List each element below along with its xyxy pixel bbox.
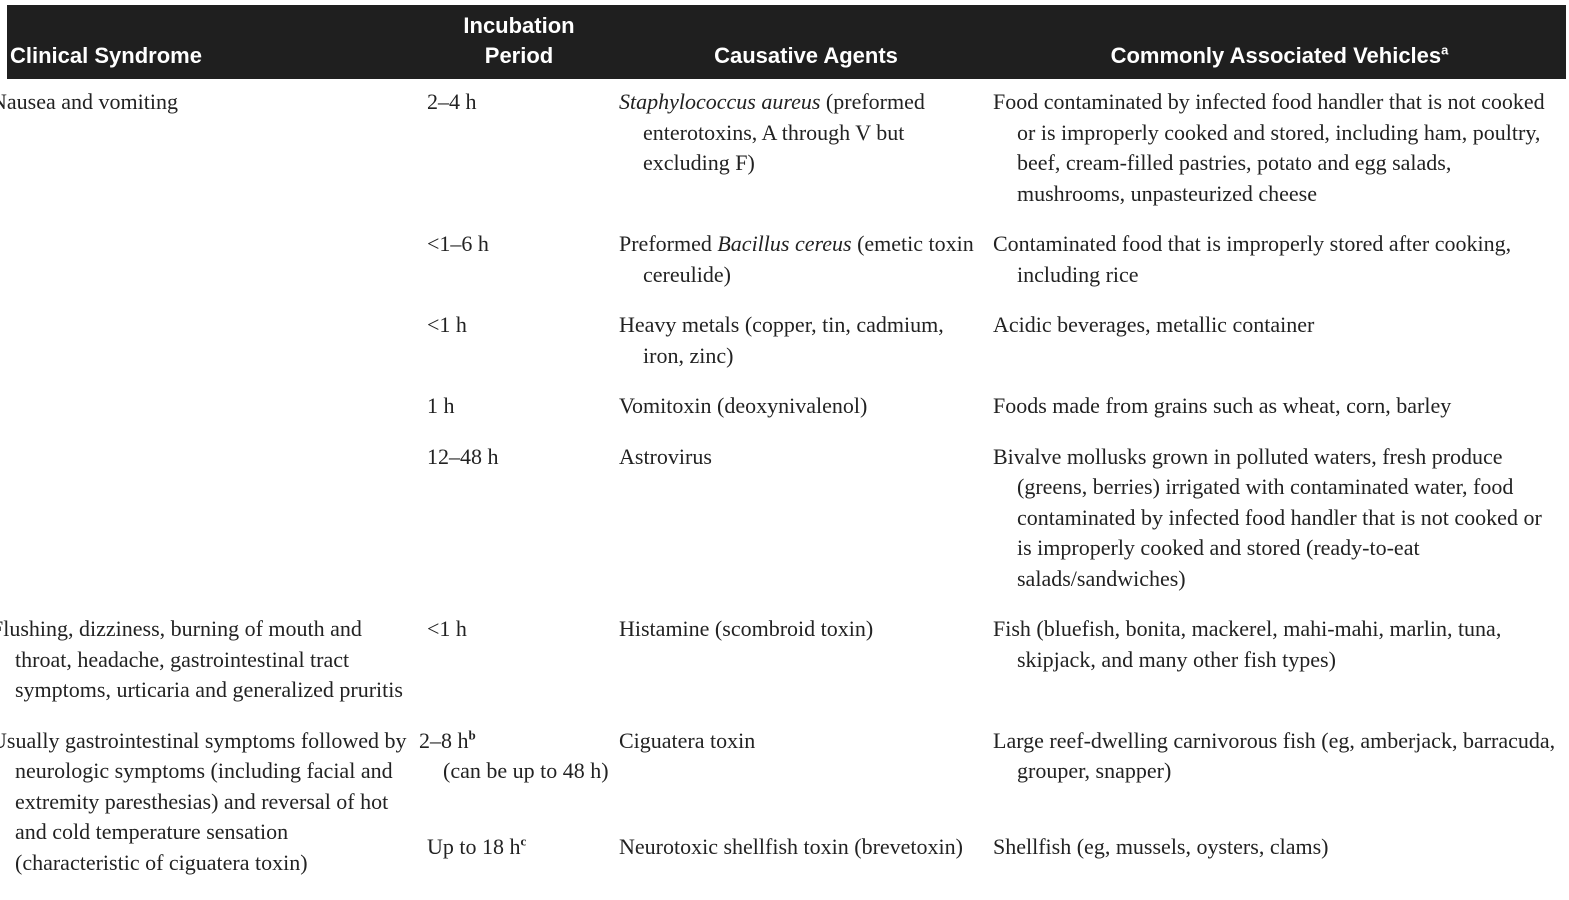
incubation-value: 2–8 h <box>419 727 469 753</box>
agent-cell: Staphylococcus aureus (preformed enterot… <box>619 79 993 221</box>
table-row: <1–6 h Preformed Bacillus cereus (emetic… <box>7 221 1566 302</box>
table-row: Usually gastrointestinal symptoms follow… <box>0 718 1566 875</box>
vehicle-cell: Food contaminated by infected food handl… <box>993 89 1545 206</box>
syndrome-cell: Flushing, dizziness, burning of mouth an… <box>0 616 403 702</box>
header-incubation-line1: Incubation <box>463 13 575 38</box>
incubation-cell: 2–4 h <box>427 89 477 114</box>
vehicle-cell: Contaminated food that is improperly sto… <box>993 231 1512 287</box>
header-clinical-syndrome: Clinical Syndrome <box>7 5 419 79</box>
syndrome-cell <box>7 383 419 434</box>
vehicle-cell: Bivalve mollusks grown in polluted water… <box>993 443 1542 591</box>
table-row: 1 h Vomitoxin (deoxynivalenol) Foods mad… <box>7 383 1566 434</box>
table-row: 12–48 h Astrovirus Bivalve mollusks grow… <box>7 434 1566 607</box>
incubation-cell: <1–6 h <box>427 231 489 256</box>
footnote-c-marker: c <box>520 833 527 849</box>
agent-cell: Preformed Bacillus cereus (emetic toxin … <box>619 221 993 302</box>
agent-cell: Heavy metals (copper, tin, cadmium, iron… <box>619 312 944 368</box>
incubation-cell: 12–48 h <box>427 443 499 469</box>
agent-text: (preformed enterotoxins, A through V but… <box>643 89 925 175</box>
vehicle-cell: Acidic beverages, metallic container <box>993 312 1315 337</box>
agent-cell: Histamine (scombroid toxin) <box>619 616 874 641</box>
agent-cell: Vomitoxin (deoxynivalenol) <box>619 393 868 418</box>
agent-cell: Astrovirus <box>619 443 712 469</box>
header-incubation-period: Incubation Period <box>419 5 619 79</box>
syndrome-cell <box>7 434 419 607</box>
syndrome-cell: Nausea and vomiting <box>0 89 178 114</box>
incubation-cell: <1 h <box>427 616 467 641</box>
incubation-cell: 1 h <box>427 393 455 418</box>
vehicle-cell: Fish (bluefish, bonita, mackerel, mahi-m… <box>993 616 1502 672</box>
vehicle-cell: Large reef-dwelling carnivorous fish (eg… <box>993 727 1556 784</box>
header-incubation-line2: Period <box>484 43 554 68</box>
table-body: Nausea and vomiting 2–4 h Staphylococcus… <box>0 79 1566 890</box>
agent-italic: Bacillus cereus <box>717 231 852 256</box>
header-vehicles-text: Commonly Associated Vehicles <box>1110 43 1442 68</box>
incubation-cell: <1 h <box>427 312 467 337</box>
footnote-b-marker: b <box>468 727 476 743</box>
incubation-note: (can be up to 48 h) <box>443 758 609 783</box>
table-header: Clinical Syndrome Incubation Period Caus… <box>7 5 1566 79</box>
header-associated-vehicles: Commonly Associated Vehiclesa <box>993 5 1566 79</box>
incubation-cell: Up to 18 hc <box>419 824 619 890</box>
agent-cell: Neurotoxic shellfish toxin (brevetoxin) <box>619 833 963 859</box>
table-row: Up to 18 hc Neurotoxic shellfish toxin (… <box>7 824 1566 890</box>
table-row: Nausea and vomiting 2–4 h Staphylococcus… <box>0 79 1566 221</box>
agent-prefix: Preformed <box>619 231 718 256</box>
foodborne-illness-table: Clinical Syndrome Incubation Period Caus… <box>0 5 1566 890</box>
agent-italic: Staphylococcus aureus <box>619 89 821 114</box>
syndrome-cell <box>7 221 419 302</box>
incubation-cell: 2–8 hb (can be up to 48 h) <box>419 718 619 824</box>
table-row: <1 h Heavy metals (copper, tin, cadmium,… <box>7 302 1566 383</box>
table-row: Flushing, dizziness, burning of mouth an… <box>0 606 1566 718</box>
agent-text: (emetic toxin cereulide) <box>643 231 974 287</box>
footnote-a-marker: a <box>1441 42 1449 58</box>
header-row: Clinical Syndrome Incubation Period Caus… <box>7 5 1566 79</box>
syndrome-cell: Usually gastrointestinal symptoms follow… <box>0 727 407 875</box>
syndrome-cell <box>7 302 419 383</box>
vehicle-cell: Shellfish (eg, mussels, oysters, clams) <box>993 833 1329 859</box>
incubation-value: Up to 18 h <box>427 833 521 859</box>
header-causative-agents: Causative Agents <box>619 5 993 79</box>
agent-cell: Ciguatera toxin <box>619 727 756 753</box>
vehicle-cell: Foods made from grains such as wheat, co… <box>993 393 1452 418</box>
